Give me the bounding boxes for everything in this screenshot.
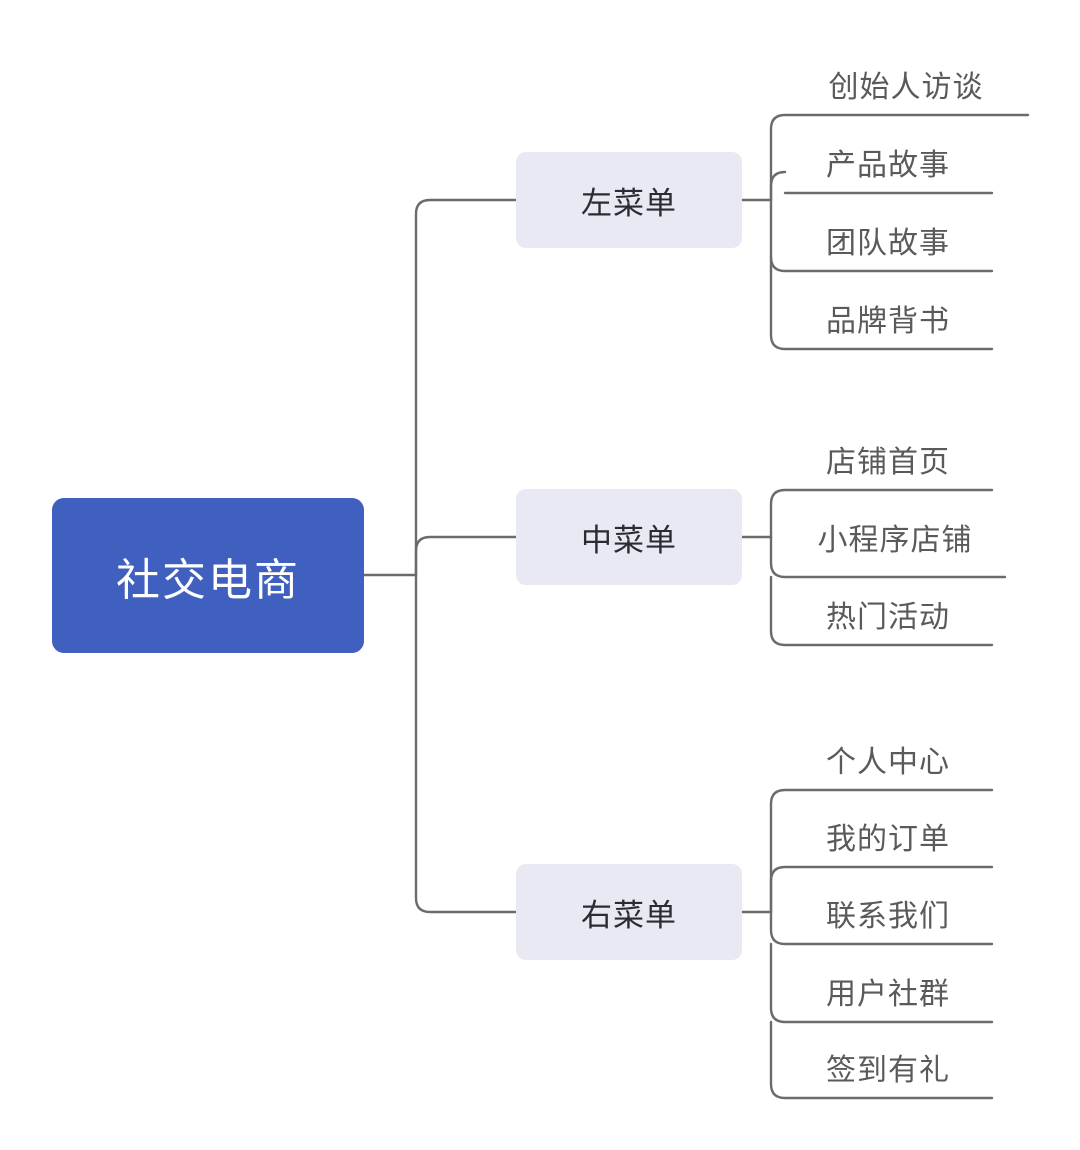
leaf-node-left-4[interactable]: 品牌背书 [826,296,950,340]
leaf-node-right-5-label: 签到有礼 [826,1054,950,1087]
trunk-to-right-menu [414,573,518,914]
leaf-node-left-1[interactable]: 创始人访谈 [829,62,984,106]
leaf-node-middle-3[interactable]: 热门活动 [826,592,950,636]
leaf-node-right-3-label: 联系我们 [826,900,950,933]
branch-node-left-menu[interactable]: 左菜单 [516,152,742,248]
leaf-node-right-2-label: 我的订单 [826,823,950,856]
leaf-node-middle-1-label: 店铺首页 [826,446,950,479]
trunk-to-left-menu [414,198,518,577]
leaf-node-right-4-label: 用户社群 [826,978,950,1011]
root-node-label: 社交电商 [116,555,300,605]
leaf-node-right-3[interactable]: 联系我们 [826,891,950,935]
branch-node-left-menu-label: 左菜单 [581,185,677,221]
left-spine-leaf-3 [769,170,787,202]
leaf-node-left-3-label: 团队故事 [826,227,950,260]
leaf-node-left-3[interactable]: 团队故事 [826,218,950,262]
leaf-node-middle-3-label: 热门活动 [826,601,950,634]
leaf-node-middle-1[interactable]: 店铺首页 [826,437,950,481]
branch-node-middle-menu[interactable]: 中菜单 [516,489,742,585]
trunk-to-middle-menu [414,535,518,577]
branch-node-middle-menu-label: 中菜单 [581,522,677,558]
leaf-node-middle-2[interactable]: 小程序店铺 [818,515,973,559]
branch-node-right-menu-label: 右菜单 [581,897,677,933]
leaf-node-right-1[interactable]: 个人中心 [826,737,950,781]
leaf-node-right-4[interactable]: 用户社群 [826,969,950,1013]
leaf-node-left-4-label: 品牌背书 [826,305,950,338]
leaf-node-left-2[interactable]: 产品故事 [826,140,950,184]
branch-node-right-menu[interactable]: 右菜单 [516,864,742,960]
leaf-node-right-1-label: 个人中心 [826,746,950,779]
leaf-node-right-5[interactable]: 签到有礼 [826,1045,950,1089]
leaf-node-right-2[interactable]: 我的订单 [826,814,950,858]
leaf-node-middle-2-label: 小程序店铺 [817,524,973,557]
leaf-node-left-1-label: 创始人访谈 [828,71,984,104]
leaf-node-left-2-label: 产品故事 [826,149,950,182]
root-node-social-ecommerce[interactable]: 社交电商 [52,498,364,653]
